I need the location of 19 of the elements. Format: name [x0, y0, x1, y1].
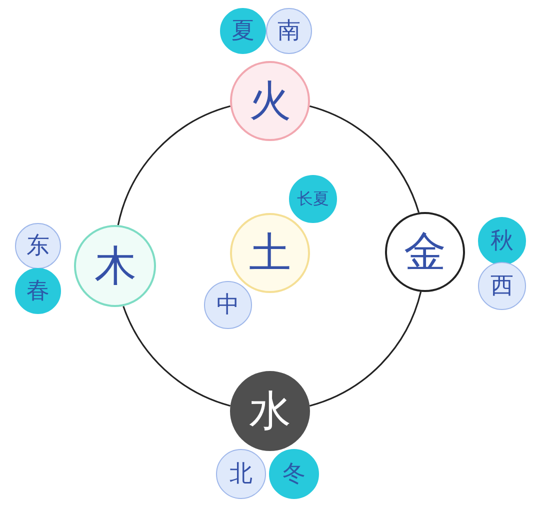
season-circle: 长夏 — [289, 175, 337, 223]
element-circle: 水 — [230, 371, 310, 451]
direction-circle: 南 — [266, 8, 312, 54]
season-circle: 秋 — [478, 217, 526, 265]
direction-circle: 北 — [216, 449, 266, 499]
element-circle: 木 — [74, 225, 156, 307]
ring-arc — [309, 105, 420, 213]
direction-circle: 东 — [15, 223, 61, 269]
element-circle: 土 — [230, 213, 310, 293]
ring-arc — [309, 292, 422, 407]
direction-circle: 中 — [204, 281, 252, 329]
ring-arc — [122, 306, 231, 407]
season-circle: 冬 — [269, 449, 319, 499]
season-circle: 春 — [15, 268, 61, 314]
season-circle: 夏 — [220, 8, 266, 54]
ring-arc — [117, 105, 231, 226]
element-circle: 火 — [230, 61, 310, 141]
direction-circle: 西 — [478, 262, 526, 310]
element-circle: 金 — [384, 212, 465, 292]
